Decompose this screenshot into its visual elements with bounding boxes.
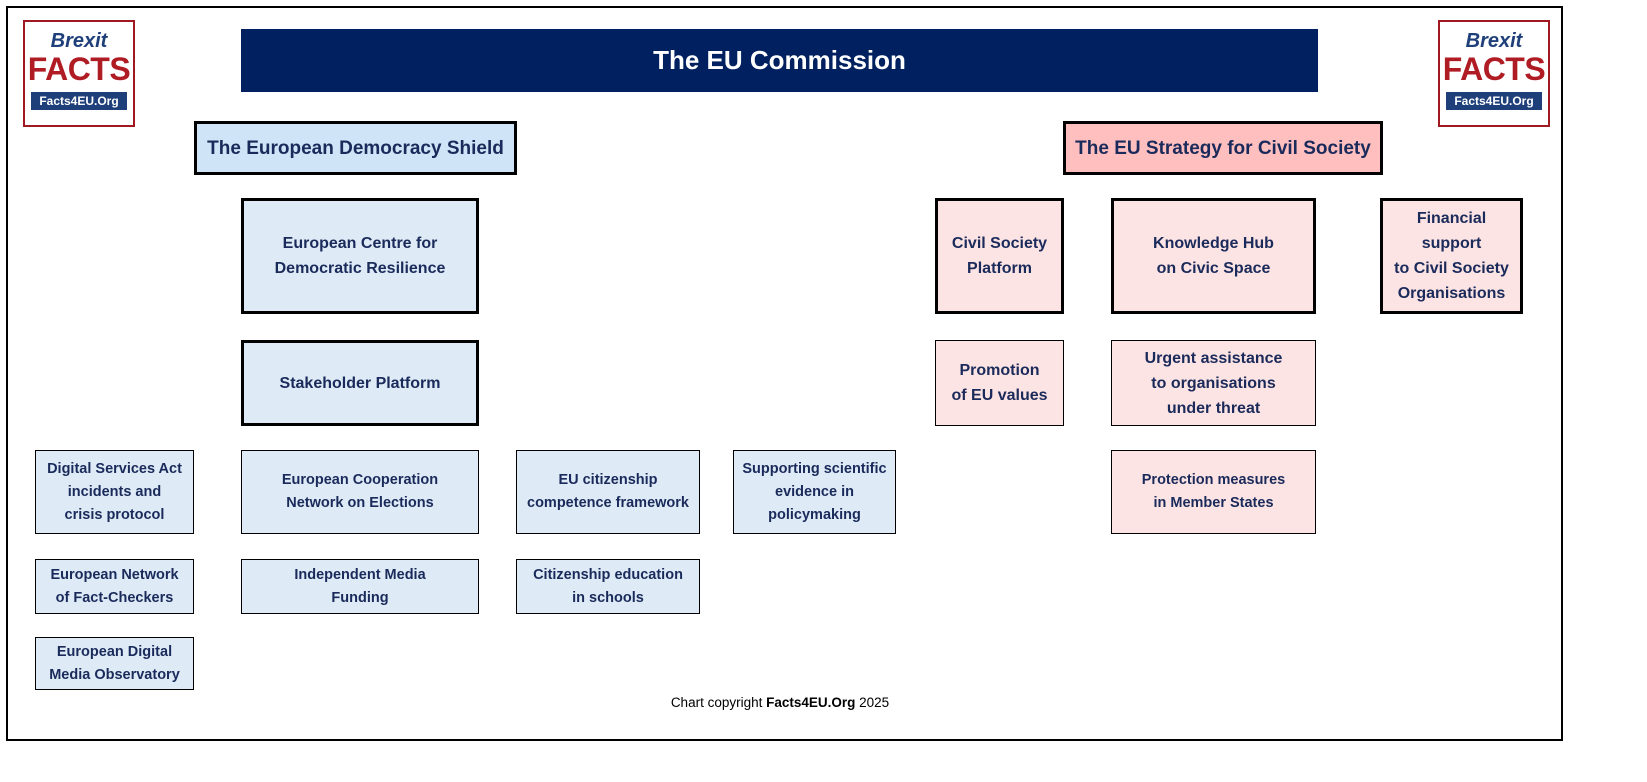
brexit-facts-logo-left: Brexit FACTS Facts4EU.Org bbox=[23, 20, 135, 127]
chart-title: The EU Commission bbox=[241, 29, 1318, 92]
logo-brexit: Brexit bbox=[50, 30, 108, 52]
logo-url: Facts4EU.Org bbox=[1446, 92, 1542, 110]
node-stakeholder-platform: Stakeholder Platform bbox=[241, 340, 479, 426]
logo-facts: FACTS bbox=[1442, 51, 1546, 87]
node-scientific-evidence: Supporting scientific evidence in policy… bbox=[733, 450, 896, 534]
node-cooperation-network-elections: European Cooperation Network on Election… bbox=[241, 450, 479, 534]
copyright-prefix: Chart copyright bbox=[670, 695, 767, 710]
democracy-shield-heading: The European Democracy Shield bbox=[194, 121, 517, 175]
node-financial-support: Financial support to Civil Society Organ… bbox=[1380, 198, 1523, 314]
node-european-centre-democratic-resilience: European Centre for Democratic Resilienc… bbox=[241, 198, 479, 314]
copyright-year: 2025 bbox=[855, 695, 890, 710]
copyright-brand: Facts4EU.Org bbox=[766, 695, 856, 710]
node-digital-media-observatory: European Digital Media Observatory bbox=[35, 637, 194, 690]
node-civil-society-platform: Civil Society Platform bbox=[935, 198, 1064, 314]
node-dsa-crisis-protocol: Digital Services Act incidents and crisi… bbox=[35, 450, 194, 534]
node-citizenship-education: Citizenship education in schools bbox=[516, 559, 700, 614]
node-promotion-eu-values: Promotion of EU values bbox=[935, 340, 1064, 426]
logo-facts: FACTS bbox=[27, 51, 131, 87]
logo-brexit: Brexit bbox=[1465, 30, 1523, 52]
node-protection-measures: Protection measures in Member States bbox=[1111, 450, 1316, 534]
node-independent-media-funding: Independent Media Funding bbox=[241, 559, 479, 614]
node-fact-checkers: European Network of Fact-Checkers bbox=[35, 559, 194, 614]
brexit-facts-logo-right: Brexit FACTS Facts4EU.Org bbox=[1438, 20, 1550, 127]
logo-url: Facts4EU.Org bbox=[31, 92, 127, 110]
chart-frame bbox=[6, 6, 1563, 741]
civil-society-strategy-heading: The EU Strategy for Civil Society bbox=[1063, 121, 1383, 175]
node-knowledge-hub: Knowledge Hub on Civic Space bbox=[1111, 198, 1316, 314]
node-urgent-assistance: Urgent assistance to organisations under… bbox=[1111, 340, 1316, 426]
copyright-note: Chart copyright Facts4EU.Org 2025 bbox=[0, 695, 1560, 710]
node-citizenship-competence-framework: EU citizenship competence framework bbox=[516, 450, 700, 534]
